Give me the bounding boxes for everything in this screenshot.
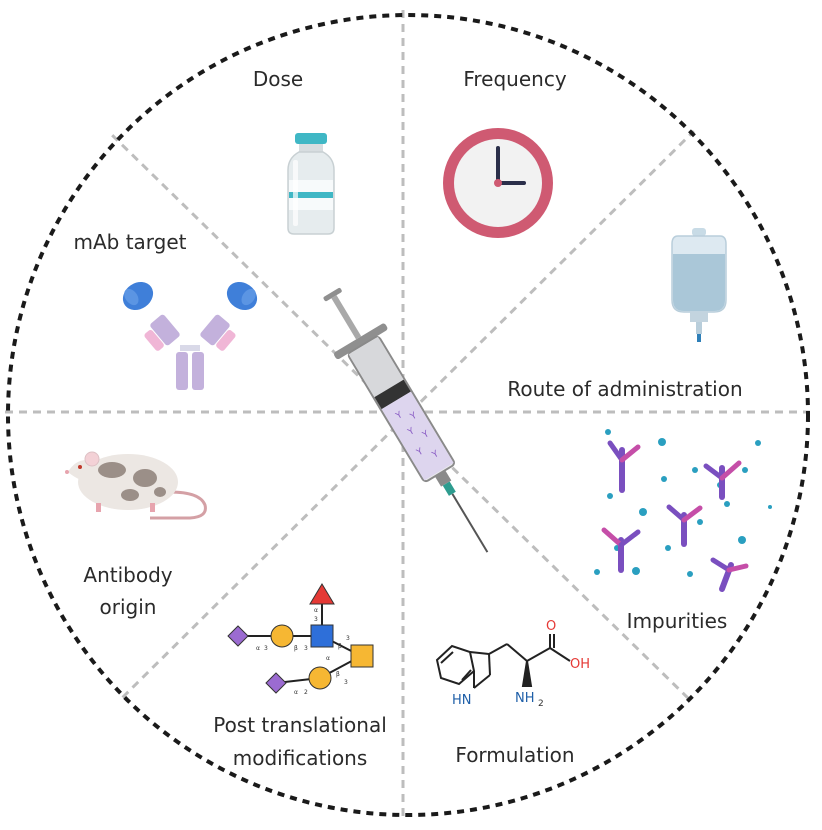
impurity-antibody [607,440,641,493]
label-post-translational-2: modifications [233,746,368,770]
label-mab-target: mAb target [73,230,186,254]
molecule-oxygen: O [546,619,556,634]
label-formulation: Formulation [455,743,574,767]
svg-text:Y: Y [408,411,419,423]
clock-icon [443,128,553,238]
tryptophan-molecule-icon [435,634,571,689]
glycan-linkage: 3 [264,645,268,652]
glycan-diamond [265,672,287,694]
glycan-linkage: α [294,689,298,696]
label-route-of-administration: Route of administration [507,377,742,401]
label-antibody-origin-2: origin [100,595,157,619]
glycan-linkage: 3 [346,635,350,642]
glycan-linkage: 3 [344,679,348,686]
glycan-circle [270,624,294,648]
svg-text:Y: Y [394,410,405,422]
glycan-linkage: α [256,645,260,652]
vial-icon [287,133,335,235]
glycan-triangle [309,583,335,605]
mouse-icon [65,451,207,520]
svg-text:Y: Y [430,449,441,461]
impurities-icon [594,429,772,592]
glycan-diamond [227,625,249,647]
label-dose: Dose [253,67,303,91]
impurity-antibody [666,504,703,547]
outer-border [6,13,810,817]
glycan-linkage: β [336,671,340,678]
molecule-hydroxyl: OH [570,657,590,672]
glycan-linkage: 3 [304,645,308,652]
molecule-amine: NH [515,691,535,706]
glycan-linkage: 2 [304,689,308,696]
glycan-circle [308,666,332,690]
svg-text:Y: Y [414,447,425,459]
glycan-icon: α 3 β 3 α 3 β 3 α 2 β 3 α [227,583,374,696]
label-antibody-origin-1: Antibody [83,563,172,587]
impurity-antibody [601,527,641,573]
impurity-antibody [703,460,742,500]
antibody-icon [122,281,258,390]
label-frequency: Frequency [463,67,566,91]
glycan-linkage: α [314,607,318,614]
svg-text:Y: Y [406,426,417,438]
glycan-square [350,644,374,668]
glycan-linkage: α [326,655,330,662]
impurity-antibody [710,557,749,592]
molecule-amine-subscript: 2 [538,699,544,709]
molecule-indole-nh: HN [452,693,472,708]
label-post-translational-1: Post translational [213,713,387,737]
svg-text:Y: Y [420,429,431,441]
glycan-square [310,624,334,648]
glycan-linkage: 3 [314,616,318,623]
syringe-icon: Y Y Y Y Y Y [323,288,489,553]
label-impurities: Impurities [627,609,728,633]
glycan-linkage: β [294,645,298,652]
iv-bag-icon [671,228,727,342]
glycan-linkage: β [338,643,342,650]
